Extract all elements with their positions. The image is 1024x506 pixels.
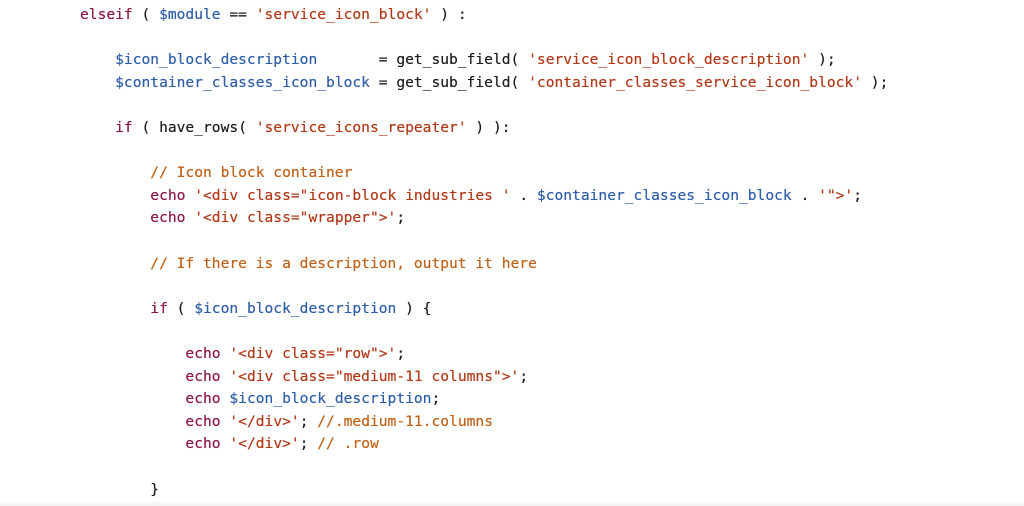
code-line: $icon_block_description = get_sub_field(…: [80, 50, 836, 70]
code-token: '</div>': [229, 435, 300, 453]
code-token: $icon_block_description: [80, 51, 318, 69]
code-token: echo: [80, 435, 221, 453]
code-token: echo: [80, 367, 221, 385]
code-line: echo '<div class="icon-block industries …: [80, 186, 862, 206]
code-line: // If there is a description, output it …: [80, 254, 537, 274]
code-token: '">': [818, 186, 854, 204]
code-token: (: [510, 73, 529, 91]
code-line: elseif ( $module == 'service_icon_block'…: [80, 5, 467, 25]
code-token: echo: [80, 390, 221, 408]
code-line: // Icon block container: [80, 163, 352, 183]
code-token: (: [132, 119, 160, 136]
code-token: $icon_block_description: [194, 299, 397, 317]
code-token: .: [510, 186, 537, 204]
code-token: .: [791, 186, 819, 204]
code-token: get_sub_field: [396, 73, 511, 91]
code-token: 'container_classes_service_icon_block': [528, 73, 862, 91]
code-line: if ( have_rows( 'service_icons_repeater'…: [80, 118, 511, 138]
code-token: ;: [299, 435, 318, 453]
code-token: ==: [220, 6, 256, 23]
code-token: ;: [431, 390, 441, 408]
code-token: '<div class="icon-block industries ': [194, 186, 511, 204]
code-token: echo: [80, 345, 221, 362]
code-token: //.medium-11.columns: [317, 412, 493, 430]
code-line: echo $icon_block_description;: [80, 389, 440, 409]
code-token: [185, 209, 194, 226]
code-line: echo '</div>'; //.medium-11.columns: [80, 412, 493, 432]
code-token: '<div class="row">': [229, 345, 397, 362]
code-token: =: [369, 73, 397, 91]
code-token: [185, 187, 194, 204]
code-token: (: [238, 119, 256, 136]
code-token: ) :: [431, 6, 467, 23]
code-token: // If there is a description, output it …: [80, 254, 537, 272]
code-token: get_sub_field: [396, 51, 511, 69]
code-line: echo '<div class="row">';: [80, 344, 405, 364]
code-line: echo '<div class="medium-11 columns">';: [80, 367, 528, 387]
code-token: ;: [519, 367, 529, 385]
code-token: echo: [80, 412, 221, 430]
code-line: if ( $icon_block_description ) {: [80, 299, 431, 319]
code-token: $module: [159, 6, 221, 23]
code-token: if: [80, 299, 168, 317]
code-token: =: [317, 51, 397, 69]
code-token: 'service_icon_block_description': [528, 51, 810, 69]
code-token: ) {: [396, 299, 432, 317]
code-token: // Icon block container: [80, 164, 353, 182]
code-token: $container_classes_icon_block: [80, 73, 370, 91]
code-token: $container_classes_icon_block: [536, 186, 792, 204]
code-line: echo '<div class="wrapper">';: [80, 208, 405, 228]
code-token: '<div class="wrapper">': [194, 209, 397, 227]
code-line: }: [80, 480, 159, 500]
code-token: ) ):: [466, 119, 511, 136]
code-token: }: [80, 480, 160, 498]
code-token: '<div class="medium-11 columns">': [229, 367, 520, 385]
code-token: ;: [396, 209, 406, 227]
code-token: ;: [396, 345, 406, 362]
code-token: '</div>': [229, 412, 300, 430]
code-token: );: [862, 73, 889, 91]
code-token: (: [167, 299, 195, 317]
code-token: have_rows: [159, 119, 239, 136]
code-token: ;: [299, 412, 318, 430]
code-token: elseif: [80, 6, 133, 23]
code-token: $icon_block_description: [229, 390, 432, 408]
code-token: echo: [80, 209, 186, 227]
code-token: 'service_icon_block': [255, 6, 432, 23]
code-line: echo '</div>'; // .row: [80, 434, 379, 454]
code-token: (: [510, 51, 529, 69]
code-token: (: [132, 6, 160, 23]
code-token: // .row: [317, 435, 379, 453]
code-token: 'service_icons_repeater': [255, 119, 467, 136]
bottom-edge: [0, 500, 1024, 506]
code-token: ;: [853, 186, 863, 204]
code-line: $container_classes_icon_block = get_sub_…: [80, 73, 888, 93]
code-token: if: [80, 119, 133, 136]
code-token: );: [809, 51, 836, 69]
code-token: echo: [80, 186, 186, 204]
